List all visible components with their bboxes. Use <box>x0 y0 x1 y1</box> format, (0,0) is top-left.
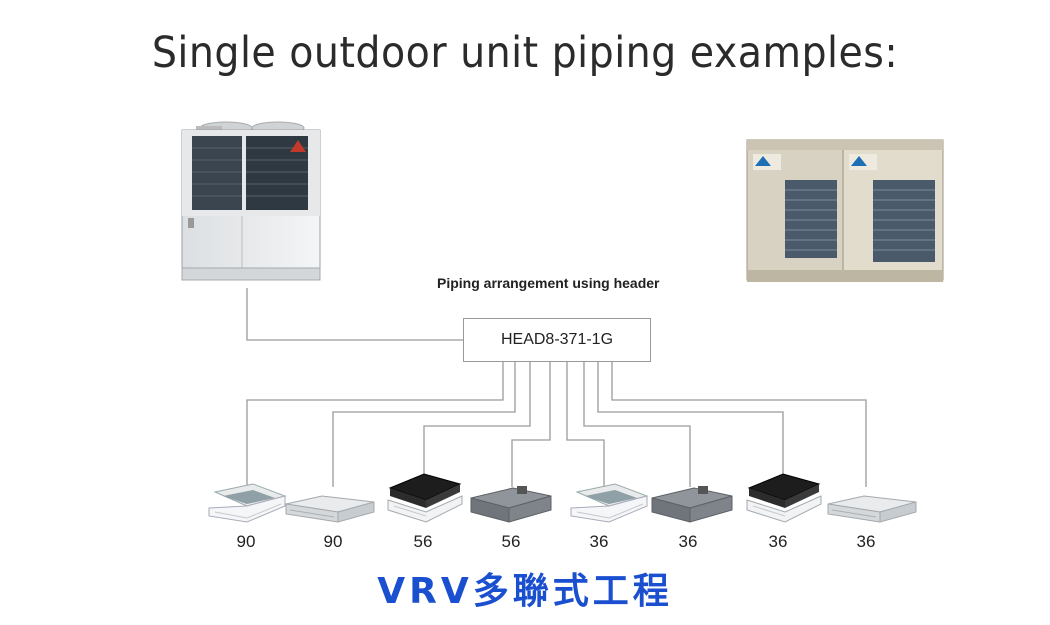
indoor-unit-cassette-white-icon <box>208 483 287 523</box>
indoor-unit-capacity-label: 56 <box>501 532 521 551</box>
indoor-unit-ceiling-suspended-icon <box>827 495 917 523</box>
header-box-label: HEAD8-371-1G <box>500 331 614 348</box>
indoor-unit-cassette-white-icon <box>570 483 649 523</box>
outdoor-unit-left-icon <box>181 121 321 281</box>
indoor-unit-capacity-label: 90 <box>323 532 343 551</box>
indoor-unit-capacity-label: 36 <box>768 532 788 551</box>
indoor-unit-capacity-label: 90 <box>236 532 256 551</box>
outdoor-unit-right-icon <box>746 139 944 282</box>
indoor-unit-capacity-label: 36 <box>589 532 609 551</box>
footer-caption: VRV多聯式工程 <box>377 571 673 612</box>
indoor-unit-cassette-black-icon <box>746 473 822 523</box>
indoor-unit-capacity-label: 36 <box>678 532 698 551</box>
page-title: Single outdoor unit piping examples: <box>151 28 899 78</box>
indoor-unit-cassette-black-icon <box>387 473 463 523</box>
indoor-unit-capacity-label: 36 <box>856 532 876 551</box>
header-box: HEAD8-371-1G <box>463 318 651 362</box>
indoor-unit-capacity-label: 56 <box>413 532 433 551</box>
indoor-unit-ducted-icon <box>470 486 552 523</box>
diagram-subtitle: Piping arrangement using header <box>437 275 660 291</box>
indoor-unit-ceiling-suspended-icon <box>285 495 375 523</box>
indoor-unit-ducted-icon <box>651 486 733 523</box>
